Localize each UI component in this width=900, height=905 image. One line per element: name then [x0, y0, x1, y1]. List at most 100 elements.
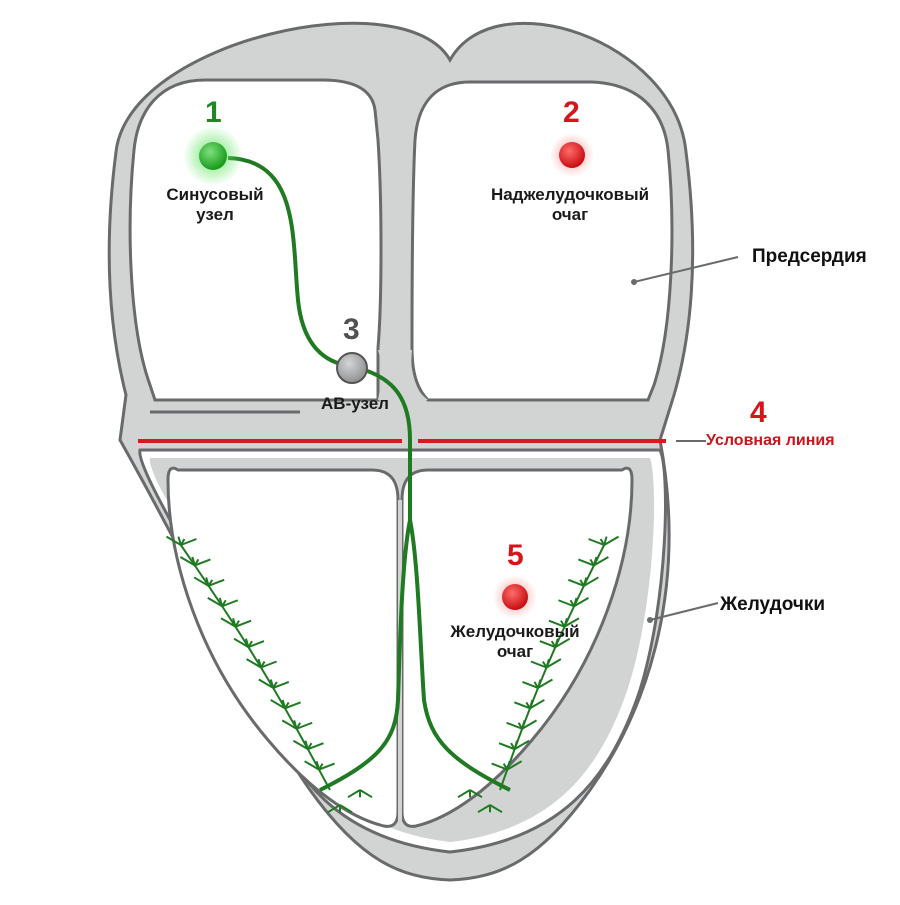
left-atrium-chamber: [128, 78, 383, 402]
purkinje-fiber: [248, 640, 265, 649]
purkinje-fiber: [220, 617, 236, 628]
purkinje-fiber: [603, 535, 620, 546]
purkinje-fiber: [304, 760, 320, 771]
purkinje-fiber: [234, 626, 250, 648]
purkinje-fiber: [564, 617, 580, 628]
conditional-line-label: Условная линия: [706, 432, 835, 449]
purkinje-fiber: [247, 646, 262, 669]
purkinje-fiber: [221, 599, 227, 607]
purkinje-fiber: [546, 658, 562, 669]
purkinje-fiber: [260, 660, 277, 669]
purkinje-fiber: [281, 699, 287, 709]
purkinje-fiber: [193, 576, 210, 587]
purkinje-fiber: [208, 578, 225, 587]
his-bundle: [357, 366, 412, 520]
purkinje-fiber: [522, 680, 539, 689]
purkinje-fiber: [554, 638, 559, 648]
purkinje-fiber: [588, 538, 605, 546]
purkinje-fiber: [573, 596, 589, 608]
purkinje-fiber: [339, 804, 353, 814]
purkinje-fibers: [165, 535, 620, 814]
purkinje-fiber: [592, 556, 598, 566]
purkinje-fiber: [179, 556, 196, 567]
purkinje-fiber: [307, 742, 313, 750]
purkinje-fiber: [218, 597, 224, 607]
atrial-septum: [378, 350, 428, 400]
atria-leader-dot: [631, 279, 637, 285]
purkinje-fiber: [281, 719, 298, 730]
supraventricular-focus-label: Наджелудочковый очаг: [490, 185, 650, 225]
purkinje-fiber: [582, 577, 588, 587]
purkinje-fiber: [359, 789, 373, 799]
ventricular-focus-icon: [502, 584, 528, 610]
ventricles-label: Желудочки: [720, 594, 826, 615]
purkinje-fiber: [499, 769, 509, 791]
purkinje-fiber: [530, 660, 547, 669]
purkinje-fiber: [191, 556, 196, 566]
purkinje-fiber: [491, 762, 508, 771]
purkinje-fiber: [257, 658, 262, 668]
purkinje-fiber: [514, 739, 530, 751]
purkinje-fiber: [272, 680, 290, 689]
purkinje-fiber: [521, 719, 538, 730]
sa-node-label: Синусовый узел: [166, 185, 264, 225]
purkinje-fiber: [506, 760, 511, 770]
purkinje-fiber: [193, 564, 210, 587]
purkinje-fiber: [573, 597, 578, 607]
purkinje-fiber: [260, 666, 275, 689]
ventricular-focus-label: Желудочковый очаг: [450, 622, 580, 662]
purkinje-fiber: [258, 678, 274, 689]
purkinje-fiber: [506, 721, 523, 730]
purkinje-fiber: [221, 605, 237, 628]
purkinje-fiber: [327, 804, 341, 814]
sa-node-number: 1: [205, 96, 222, 129]
ventricles-leader-line: [649, 602, 719, 621]
purkinje-fiber: [603, 536, 608, 546]
purkinje-fiber: [477, 804, 491, 814]
atria-label: Предсердия: [752, 246, 867, 267]
purkinje-fiber: [567, 578, 585, 587]
purkinje-fiber: [272, 681, 278, 689]
right-bundle-branch: [408, 519, 511, 792]
ventricles-leader-dot: [647, 617, 653, 623]
purkinje-fiber: [260, 660, 266, 669]
purkinje-fiber: [307, 742, 324, 751]
av-node-label: АВ-узел: [321, 394, 389, 413]
purkinje-fiber: [318, 769, 331, 791]
left-bundle-branch: [319, 519, 412, 792]
purkinje-fiber: [545, 658, 550, 668]
ventricular-focus-number: 5: [507, 539, 524, 572]
purkinje-fiber: [232, 617, 237, 627]
purkinje-fiber: [284, 701, 290, 709]
purkinje-fiber: [558, 599, 575, 608]
av-node-icon: [336, 352, 368, 384]
purkinje-fiber: [347, 789, 361, 799]
purkinje-fiber: [539, 640, 556, 649]
sa-node-icon: [199, 142, 227, 170]
conditional-line-number: 4: [750, 396, 767, 429]
atria-leader-line: [633, 256, 739, 283]
purkinje-fiber: [235, 619, 252, 628]
purkinje-fiber: [506, 760, 523, 771]
purkinje-fiber: [165, 535, 182, 546]
purkinje-fiber: [269, 679, 275, 689]
purkinje-fiber: [245, 638, 250, 648]
purkinje-fiber: [513, 701, 531, 710]
purkinje-fiber: [247, 640, 253, 648]
internodal-pathway: [227, 156, 346, 367]
purkinje-fiber: [304, 740, 309, 750]
purkinje-fiber: [554, 637, 571, 648]
purkinje-fiber: [563, 617, 568, 627]
av-node-number: 3: [343, 313, 360, 346]
purkinje-fiber: [207, 579, 214, 587]
purkinje-fiber: [537, 678, 553, 689]
purkinje-fiber: [292, 739, 309, 751]
purkinje-fiber: [295, 722, 302, 730]
purkinje-fiber: [177, 536, 182, 546]
purkinje-fiber: [179, 538, 186, 546]
supraventricular-focus-icon: [559, 142, 585, 168]
purkinje-fiber: [529, 699, 545, 710]
purkinje-fiber: [583, 576, 599, 587]
